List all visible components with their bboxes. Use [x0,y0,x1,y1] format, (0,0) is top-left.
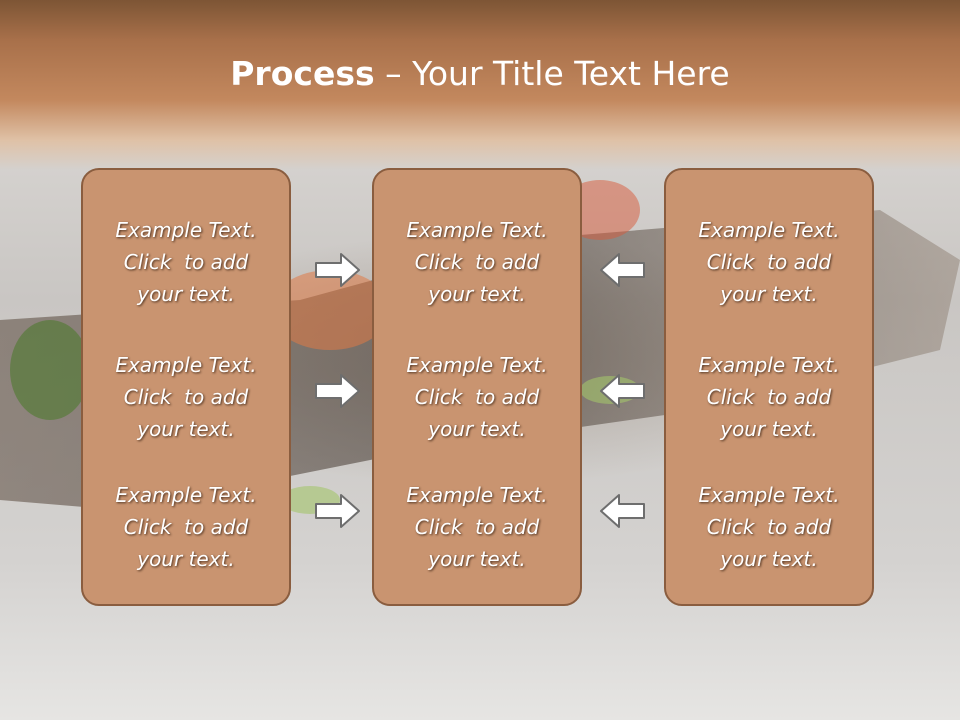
text-block[interactable]: Example Text. Click to add your text. [666,479,872,575]
text-block[interactable]: Example Text. Click to add your text. [83,214,289,310]
text-line: Click to add [706,385,832,409]
text-line: your text. [137,282,235,306]
process-box-middle[interactable]: Example Text. Click to add your text. Ex… [372,168,582,606]
text-line: Click to add [706,515,832,539]
text-line: Click to add [706,250,832,274]
text-line: your text. [137,417,235,441]
text-line: Example Text. [115,218,257,242]
left-arrow-icon [597,371,647,411]
text-line: your text. [720,282,818,306]
text-line: Example Text. [698,218,840,242]
text-line: Example Text. [406,483,548,507]
text-line: Click to add [123,515,249,539]
right-arrow-icon [313,371,363,411]
text-line: your text. [720,547,818,571]
text-line: your text. [428,282,526,306]
text-block[interactable]: Example Text. Click to add your text. [374,349,580,445]
text-line: your text. [137,547,235,571]
text-line: Example Text. [698,483,840,507]
text-line: Click to add [123,385,249,409]
text-block[interactable]: Example Text. Click to add your text. [374,214,580,310]
text-block[interactable]: Example Text. Click to add your text. [83,349,289,445]
text-line: your text. [428,417,526,441]
right-arrow-icon [313,491,363,531]
text-line: Example Text. [406,353,548,377]
right-arrow-icon [313,250,363,290]
left-arrow-icon [597,491,647,531]
text-line: Example Text. [698,353,840,377]
text-block[interactable]: Example Text. Click to add your text. [83,479,289,575]
text-line: Click to add [414,250,540,274]
text-line: Click to add [414,515,540,539]
process-box-right[interactable]: Example Text. Click to add your text. Ex… [664,168,874,606]
slide-title[interactable]: Process – Your Title Text Here [0,52,960,96]
text-block[interactable]: Example Text. Click to add your text. [666,349,872,445]
text-line: Click to add [414,385,540,409]
text-line: your text. [428,547,526,571]
text-line: Example Text. [115,353,257,377]
text-block[interactable]: Example Text. Click to add your text. [666,214,872,310]
left-arrow-icon [597,250,647,290]
header-band [0,0,960,170]
slide-title-bold: Process [230,54,375,93]
text-line: Click to add [123,250,249,274]
process-box-left[interactable]: Example Text. Click to add your text. Ex… [81,168,291,606]
slide-title-rest: – Your Title Text Here [374,54,730,93]
text-line: Example Text. [406,218,548,242]
text-line: Example Text. [115,483,257,507]
text-line: your text. [720,417,818,441]
text-block[interactable]: Example Text. Click to add your text. [374,479,580,575]
